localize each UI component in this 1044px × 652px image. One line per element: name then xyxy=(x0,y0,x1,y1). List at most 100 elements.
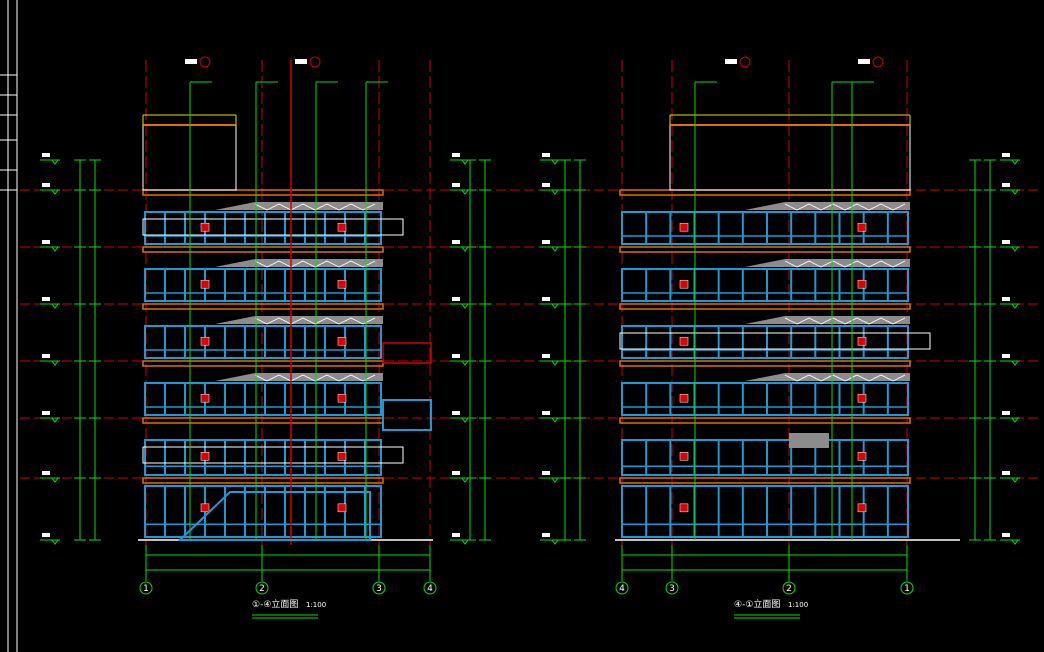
level-symbol xyxy=(1011,539,1019,545)
left-elevation-scale: 1:100 xyxy=(306,601,327,609)
callout-text xyxy=(858,59,870,64)
axis-bubble xyxy=(255,581,269,595)
level-symbol xyxy=(461,477,469,483)
balcony-railing xyxy=(142,218,404,236)
level-text xyxy=(1002,240,1010,244)
level-text xyxy=(42,153,50,157)
level-symbol xyxy=(551,246,559,252)
floor-slab xyxy=(142,246,384,253)
window-tag xyxy=(857,393,867,403)
level-symbol xyxy=(461,246,469,252)
axis-bubble xyxy=(615,581,629,595)
right-elevation-scale: 1:100 xyxy=(788,601,809,609)
level-symbol xyxy=(461,189,469,195)
floor-slab xyxy=(142,189,384,196)
window-tag xyxy=(200,279,210,289)
level-symbol xyxy=(551,477,559,483)
level-text xyxy=(452,411,460,415)
level-text xyxy=(542,297,550,301)
axis-label: 4 xyxy=(427,584,433,594)
window-tag xyxy=(679,452,689,461)
window-tag xyxy=(200,222,210,232)
axis-bubble xyxy=(665,581,679,595)
window-tag xyxy=(337,393,347,403)
window-tag xyxy=(337,503,347,513)
level-text xyxy=(1002,471,1010,475)
terrace-canopy xyxy=(745,259,910,267)
level-symbol xyxy=(1011,477,1019,483)
window-tag xyxy=(337,336,347,346)
level-text xyxy=(452,297,460,301)
level-text xyxy=(452,354,460,358)
level-text xyxy=(1002,297,1010,301)
level-symbol xyxy=(461,159,469,165)
level-symbol xyxy=(1011,246,1019,252)
level-symbol xyxy=(461,303,469,309)
level-symbol xyxy=(551,417,559,423)
level-symbol xyxy=(551,303,559,309)
axis-label: 2 xyxy=(786,584,792,594)
floor-slab xyxy=(142,417,384,424)
canopy-truss xyxy=(254,260,376,268)
terrace-canopy xyxy=(745,202,910,210)
level-symbol xyxy=(461,417,469,423)
louver-panel xyxy=(789,433,829,448)
balcony-railing xyxy=(142,446,404,464)
level-text xyxy=(452,183,460,187)
window-tag xyxy=(679,336,689,346)
level-text xyxy=(542,183,550,187)
level-symbol xyxy=(51,159,59,165)
level-text xyxy=(452,533,460,537)
axis-bubble xyxy=(900,581,914,595)
window-tag xyxy=(857,222,867,232)
level-text xyxy=(1002,533,1010,537)
canopy-truss xyxy=(254,374,376,382)
level-symbol xyxy=(551,159,559,165)
level-symbol xyxy=(461,360,469,366)
level-text xyxy=(542,240,550,244)
level-symbol xyxy=(1011,303,1019,309)
floor-slab xyxy=(619,477,911,484)
level-symbol xyxy=(551,539,559,545)
window-tag xyxy=(857,452,867,461)
axis-label: 2 xyxy=(259,584,265,594)
callout-bubble xyxy=(199,56,211,68)
axis-bubble xyxy=(423,581,437,595)
level-symbol xyxy=(551,189,559,195)
level-text xyxy=(1002,153,1010,157)
balcony-railing xyxy=(619,332,931,350)
level-text xyxy=(542,471,550,475)
window-tag xyxy=(679,222,689,232)
level-text xyxy=(1002,354,1010,358)
level-text xyxy=(42,471,50,475)
callout-text xyxy=(295,59,307,64)
level-text xyxy=(42,240,50,244)
level-symbol xyxy=(51,477,59,483)
floor-slab xyxy=(619,189,911,196)
window-tag xyxy=(200,452,210,461)
terrace-canopy xyxy=(745,316,910,324)
penthouse xyxy=(669,124,911,191)
floor-slab xyxy=(619,360,911,367)
level-symbol xyxy=(1011,417,1019,423)
ground-floor-facade xyxy=(177,491,371,541)
window-tag xyxy=(679,393,689,403)
level-text xyxy=(542,153,550,157)
axis-label: 3 xyxy=(376,584,382,594)
level-symbol xyxy=(51,189,59,195)
callout-text xyxy=(725,59,737,64)
annex-glazing xyxy=(382,399,432,431)
level-symbol xyxy=(1011,360,1019,366)
window-tag xyxy=(200,336,210,346)
floor-slab xyxy=(619,246,911,253)
axis-bubble xyxy=(372,581,386,595)
callout-bubble xyxy=(739,56,751,68)
level-text xyxy=(1002,183,1010,187)
window-tag xyxy=(857,336,867,346)
level-text xyxy=(542,533,550,537)
level-symbol xyxy=(51,303,59,309)
window-tag xyxy=(679,503,689,513)
window-tag xyxy=(679,279,689,289)
axis-bubble xyxy=(139,581,153,595)
